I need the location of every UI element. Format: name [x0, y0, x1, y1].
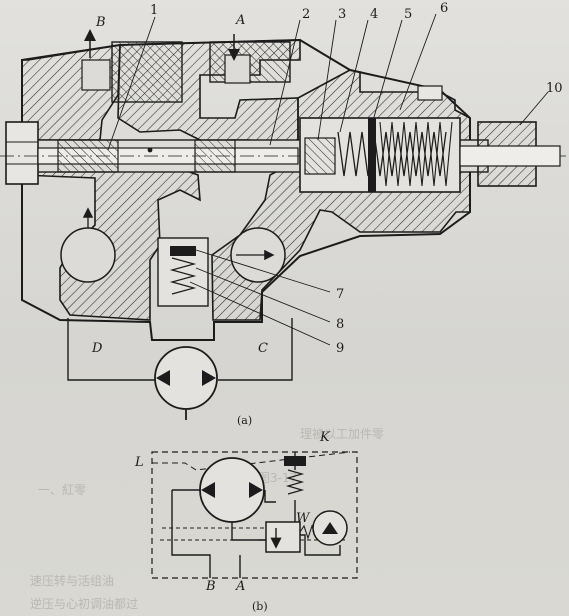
- label-l: L: [134, 455, 144, 470]
- ball-left: [147, 147, 153, 153]
- screw-cap: [417, 85, 443, 101]
- relief-valve-body: [284, 456, 306, 466]
- flow-label-b: B: [95, 15, 106, 30]
- part-1: 1: [150, 3, 158, 18]
- relief-valve-spring: [285, 469, 305, 495]
- directional-valve-box: [265, 521, 301, 553]
- plunger: [304, 137, 336, 175]
- flow-label-d: D: [91, 341, 103, 356]
- check-valve-poppet: [170, 246, 196, 256]
- spring-seat: [368, 118, 376, 192]
- pilot-spring-w: [299, 524, 315, 540]
- motor-arrow-left-a: [156, 370, 170, 386]
- adjusting-screw: [459, 145, 561, 167]
- part-9: 9: [336, 341, 344, 356]
- part-numbers: 1 2 3 4 5 6 7 8 9 10: [150, 1, 563, 356]
- ghost-section-heading: 理被以工加件零: [300, 427, 384, 441]
- ghost-sub-heading: 一、紅零: [38, 483, 86, 497]
- caption-b: (b): [252, 600, 268, 613]
- check-valve-spring: [169, 257, 197, 295]
- ghost-line-2: 逆压与心初调油都过: [30, 596, 138, 611]
- part-7: 7: [336, 287, 344, 302]
- circuit-lines-b: [160, 452, 345, 578]
- port-b-opening: [81, 59, 111, 91]
- figure-b: L K W: [134, 430, 358, 613]
- part-10: 10: [546, 81, 563, 96]
- label-a-port: A: [235, 579, 245, 594]
- spring-outer: [379, 121, 453, 187]
- label-b-port: B: [205, 579, 216, 594]
- leader-lines: [107, 13, 549, 346]
- part-6: 6: [440, 1, 448, 16]
- valve-block-enclosure: [151, 451, 358, 579]
- part-8: 8: [336, 317, 344, 332]
- cavity-left: [60, 227, 116, 283]
- label-k: K: [319, 430, 331, 445]
- caption-a: (a): [237, 414, 252, 427]
- spring-inner: [337, 131, 447, 177]
- part-3: 3: [338, 7, 346, 22]
- port-a-opening: [224, 54, 251, 84]
- part-5: 5: [404, 7, 412, 22]
- part-2: 2: [302, 7, 310, 22]
- background-text: 理被以工加件零 一、紅零 图3-17 速压转与活组油 逆压与心初调油都过: [30, 427, 384, 611]
- motor-arrow-left-b: [201, 482, 215, 498]
- figure-a: 1 2 3 4 5 6 7 8 9 10 B A D C (a): [0, 1, 568, 427]
- motor-arrow-right-b: [249, 482, 263, 498]
- motor-circuit-a: [67, 318, 293, 381]
- drain-line: [152, 451, 351, 471]
- ghost-caption-line: 图3-17: [258, 471, 297, 485]
- body-outline: [21, 38, 471, 341]
- end-bolt-head: [5, 121, 39, 185]
- ghost-line-1: 速压转与活组油: [30, 573, 114, 588]
- flow-label-c: C: [258, 341, 268, 356]
- port-b-block: [111, 41, 183, 103]
- flow-label-a: A: [235, 13, 245, 28]
- part-4: 4: [370, 7, 378, 22]
- label-w: W: [296, 511, 311, 526]
- motor-arrow-right-a: [202, 370, 216, 386]
